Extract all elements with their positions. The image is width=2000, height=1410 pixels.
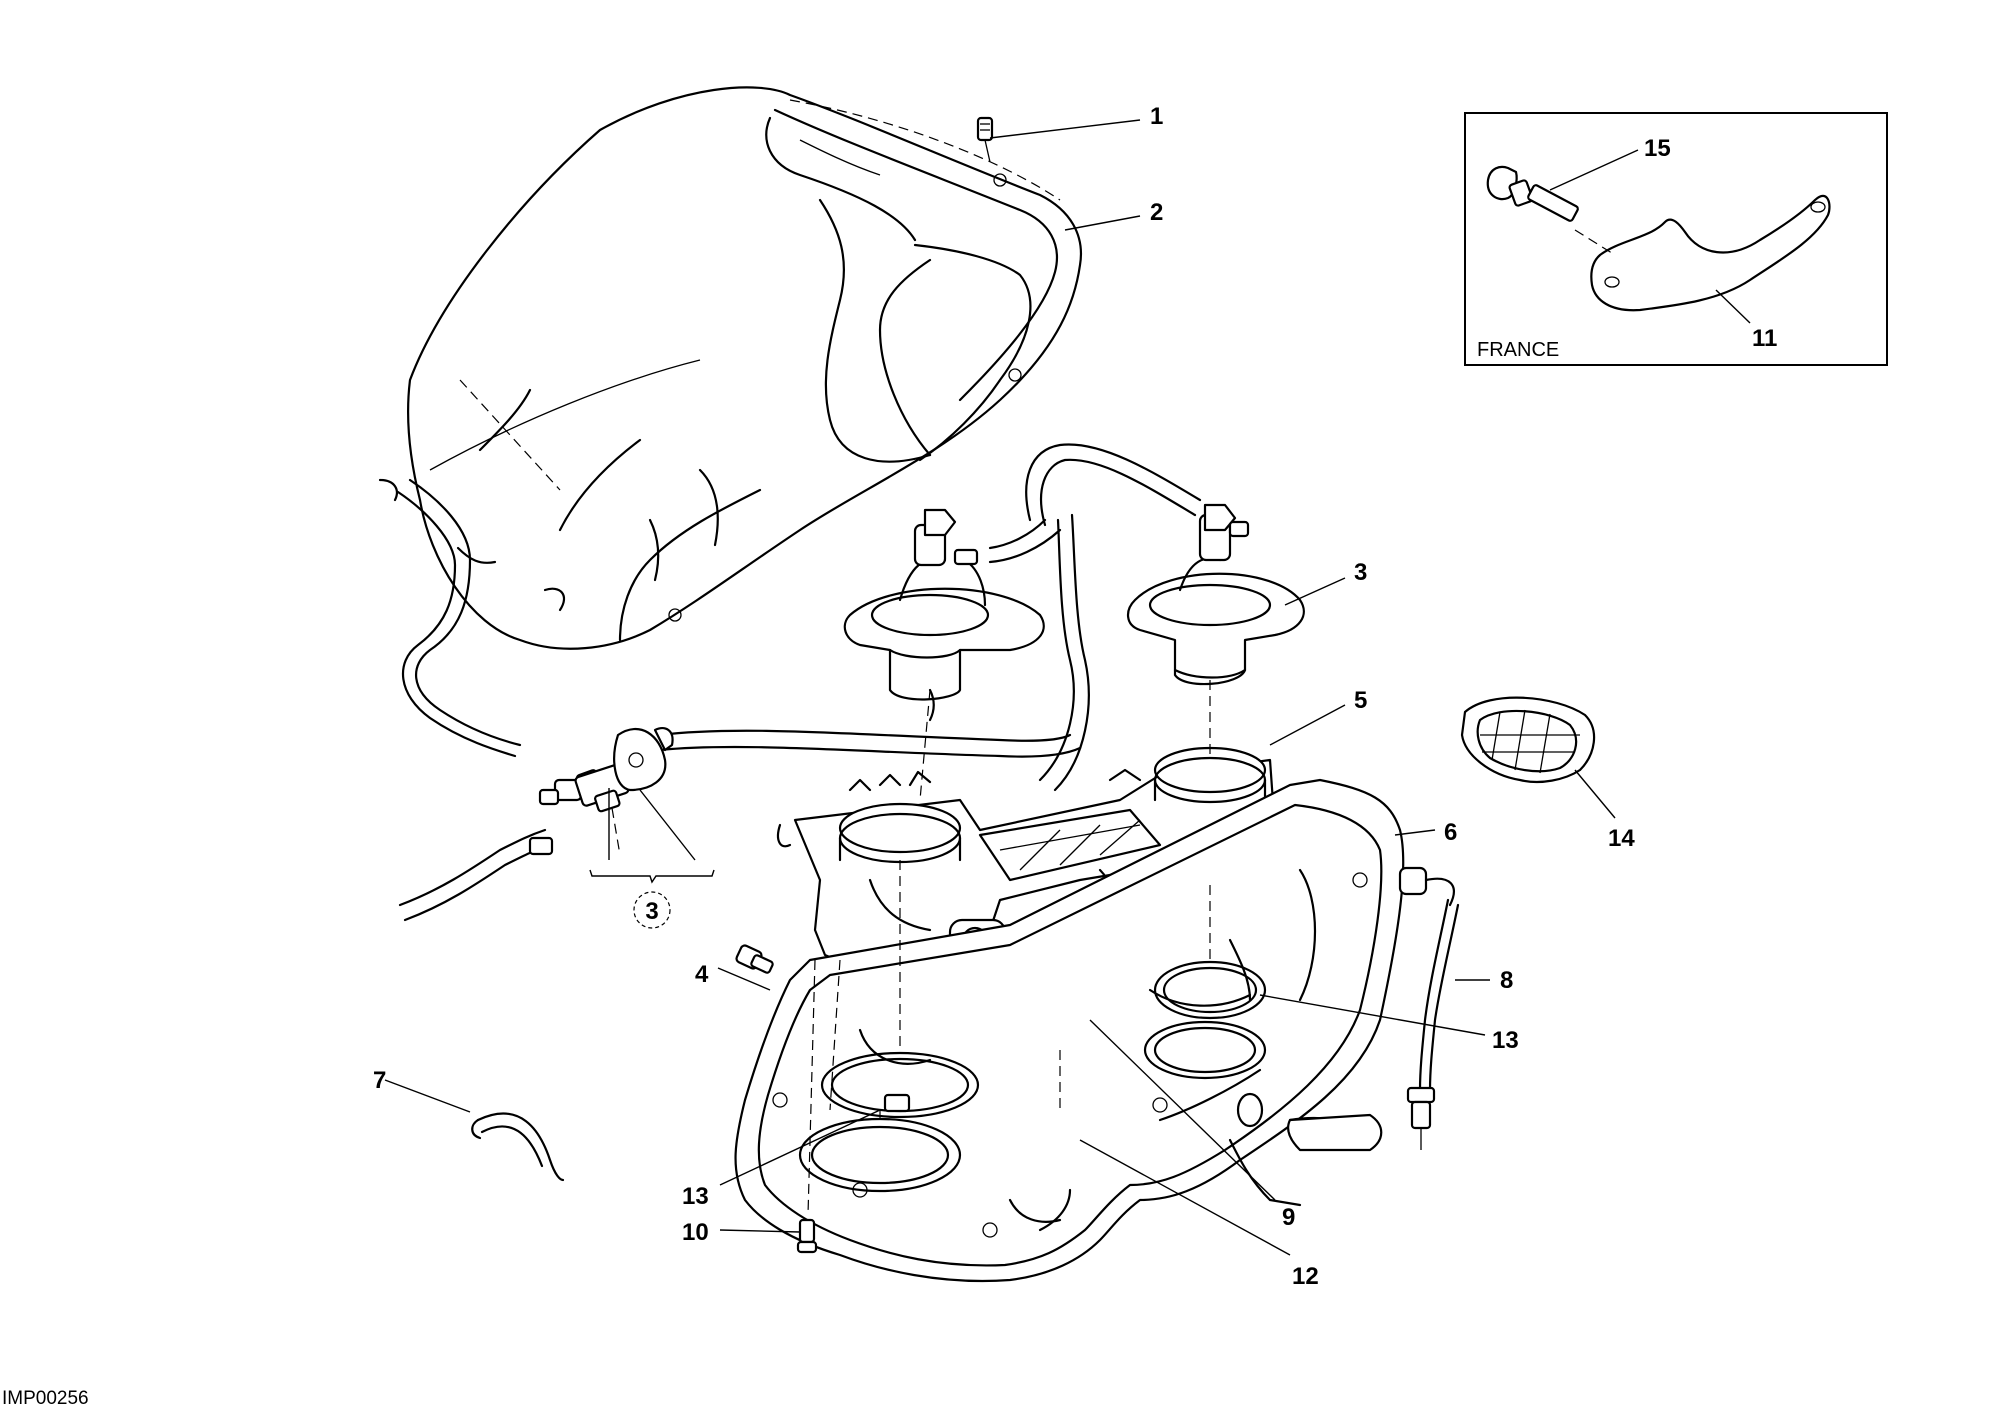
- air-funnel-left: [843, 508, 1045, 722]
- assembly-lines: [459, 379, 1211, 1216]
- bolt-15: [1486, 165, 1579, 222]
- callout-10: 10: [682, 1219, 709, 1246]
- callout-8: 8: [1500, 967, 1513, 994]
- callout-3-funnel: 3: [1354, 559, 1367, 586]
- callout-6: 6: [1444, 819, 1457, 846]
- throttle-body-assembly: [776, 746, 1282, 977]
- callout-13-left: 13: [682, 1183, 709, 1210]
- leader-lines: [384, 119, 1616, 1256]
- callout-2: 2: [1150, 199, 1163, 226]
- screw-1: [976, 116, 994, 163]
- air-funnel-right: [1127, 503, 1305, 686]
- inset-country-label: FRANCE: [1477, 339, 1559, 361]
- callout-5: 5: [1354, 687, 1367, 714]
- callout-7: 7: [373, 1067, 386, 1094]
- callout-4: 4: [695, 961, 709, 988]
- airbox-cover: [406, 86, 1083, 650]
- bracket-11: [1590, 194, 1831, 312]
- bolt-10: [796, 1218, 818, 1254]
- callout-12: 12: [1292, 1263, 1319, 1290]
- callout-15: 15: [1644, 135, 1671, 162]
- callout-1: 1: [1150, 103, 1163, 130]
- drawing-code: IMP00256: [2, 1388, 89, 1409]
- upper-hoses: [378, 443, 1202, 792]
- callout-14: 14: [1608, 825, 1635, 852]
- air-filter-14: [1460, 696, 1596, 784]
- bolt-4: [735, 944, 774, 974]
- airbox-base: [734, 778, 1405, 1283]
- callout-3-group: 3: [645, 898, 658, 925]
- callout-3-group-circle: [633, 891, 671, 929]
- vent-fitting-group: [398, 727, 674, 922]
- callout-11: 11: [1752, 325, 1777, 352]
- clip-7: [471, 1112, 565, 1182]
- callout-labels: 1 2 3 5 6 8 13 14 4 7 13 10 9 12 15 11 3…: [2, 103, 1777, 1409]
- seals-right: [1153, 960, 1267, 1020]
- callout-9: 9: [1282, 1204, 1295, 1231]
- france-inset: [1464, 112, 1888, 366]
- sensor-cable-8: [1398, 866, 1460, 1150]
- callout-13-right: 13: [1492, 1027, 1519, 1054]
